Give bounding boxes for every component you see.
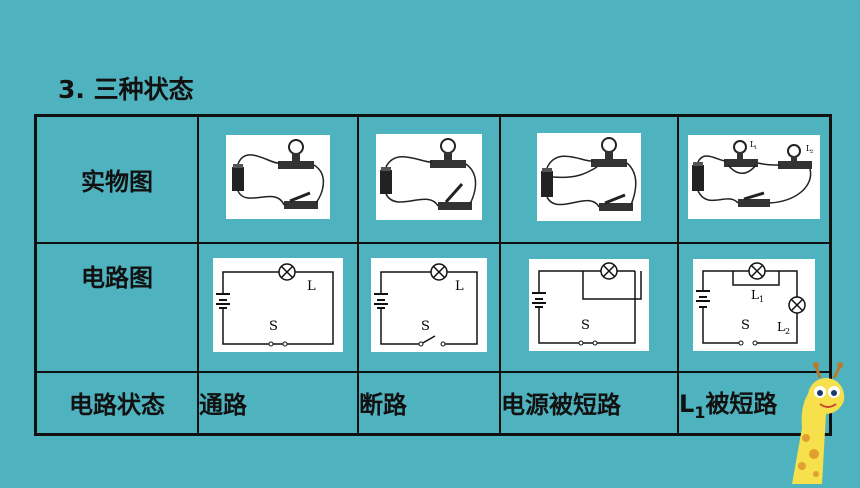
state-l1-prefix: L xyxy=(679,390,695,419)
photo-closed xyxy=(226,135,330,220)
lamp2-subscript: 2 xyxy=(785,327,790,336)
circuit-closed: L S xyxy=(213,258,343,353)
switch-label: S xyxy=(741,318,750,333)
section-heading: 3. 三种状态 xyxy=(58,75,194,104)
svg-text:L: L xyxy=(750,140,756,149)
photo-source-short xyxy=(537,133,641,222)
switch-label: S xyxy=(269,319,278,334)
circuit-row-label: 电路图 xyxy=(34,241,199,373)
lamp-label: L xyxy=(455,279,464,294)
photo-cell-closed xyxy=(197,114,359,244)
giraffe-decoration-icon xyxy=(762,358,860,484)
circuit-open: L S xyxy=(371,258,487,353)
state-l1-suffix: 被短路 xyxy=(705,390,778,419)
state-l1-subscript: 1 xyxy=(694,402,706,422)
svg-text:2: 2 xyxy=(810,149,813,155)
lamp1-subscript: 1 xyxy=(759,295,764,304)
circuit-source-short: S xyxy=(529,259,649,352)
state-row-label: 电路状态 xyxy=(34,370,199,436)
photo-cell-source-short xyxy=(499,114,679,244)
circuit-l1-short: L 1 L 2 S xyxy=(693,259,815,352)
state-source-short: 电源被短路 xyxy=(499,370,679,436)
state-closed: 通路 xyxy=(197,370,359,436)
svg-text:L: L xyxy=(806,144,812,153)
switch-label: S xyxy=(581,318,590,333)
circuit-cell-l1-short: L 1 L 2 S xyxy=(677,241,832,373)
circuit-cell-source-short: S xyxy=(499,241,679,373)
photo-open xyxy=(376,134,482,221)
circuit-cell-open: L S xyxy=(357,241,501,373)
photo-cell-open xyxy=(357,114,501,244)
svg-text:1: 1 xyxy=(754,145,757,151)
circuit-states-table: 实物图 xyxy=(34,114,832,436)
circuit-cell-closed: L S xyxy=(197,241,359,373)
lamp1-label: L xyxy=(751,288,759,302)
state-open: 断路 xyxy=(357,370,501,436)
photo-row-label: 实物图 xyxy=(34,114,199,244)
lamp-label: L xyxy=(307,279,316,294)
switch-label: S xyxy=(421,319,430,334)
lamp2-label: L xyxy=(777,320,785,334)
